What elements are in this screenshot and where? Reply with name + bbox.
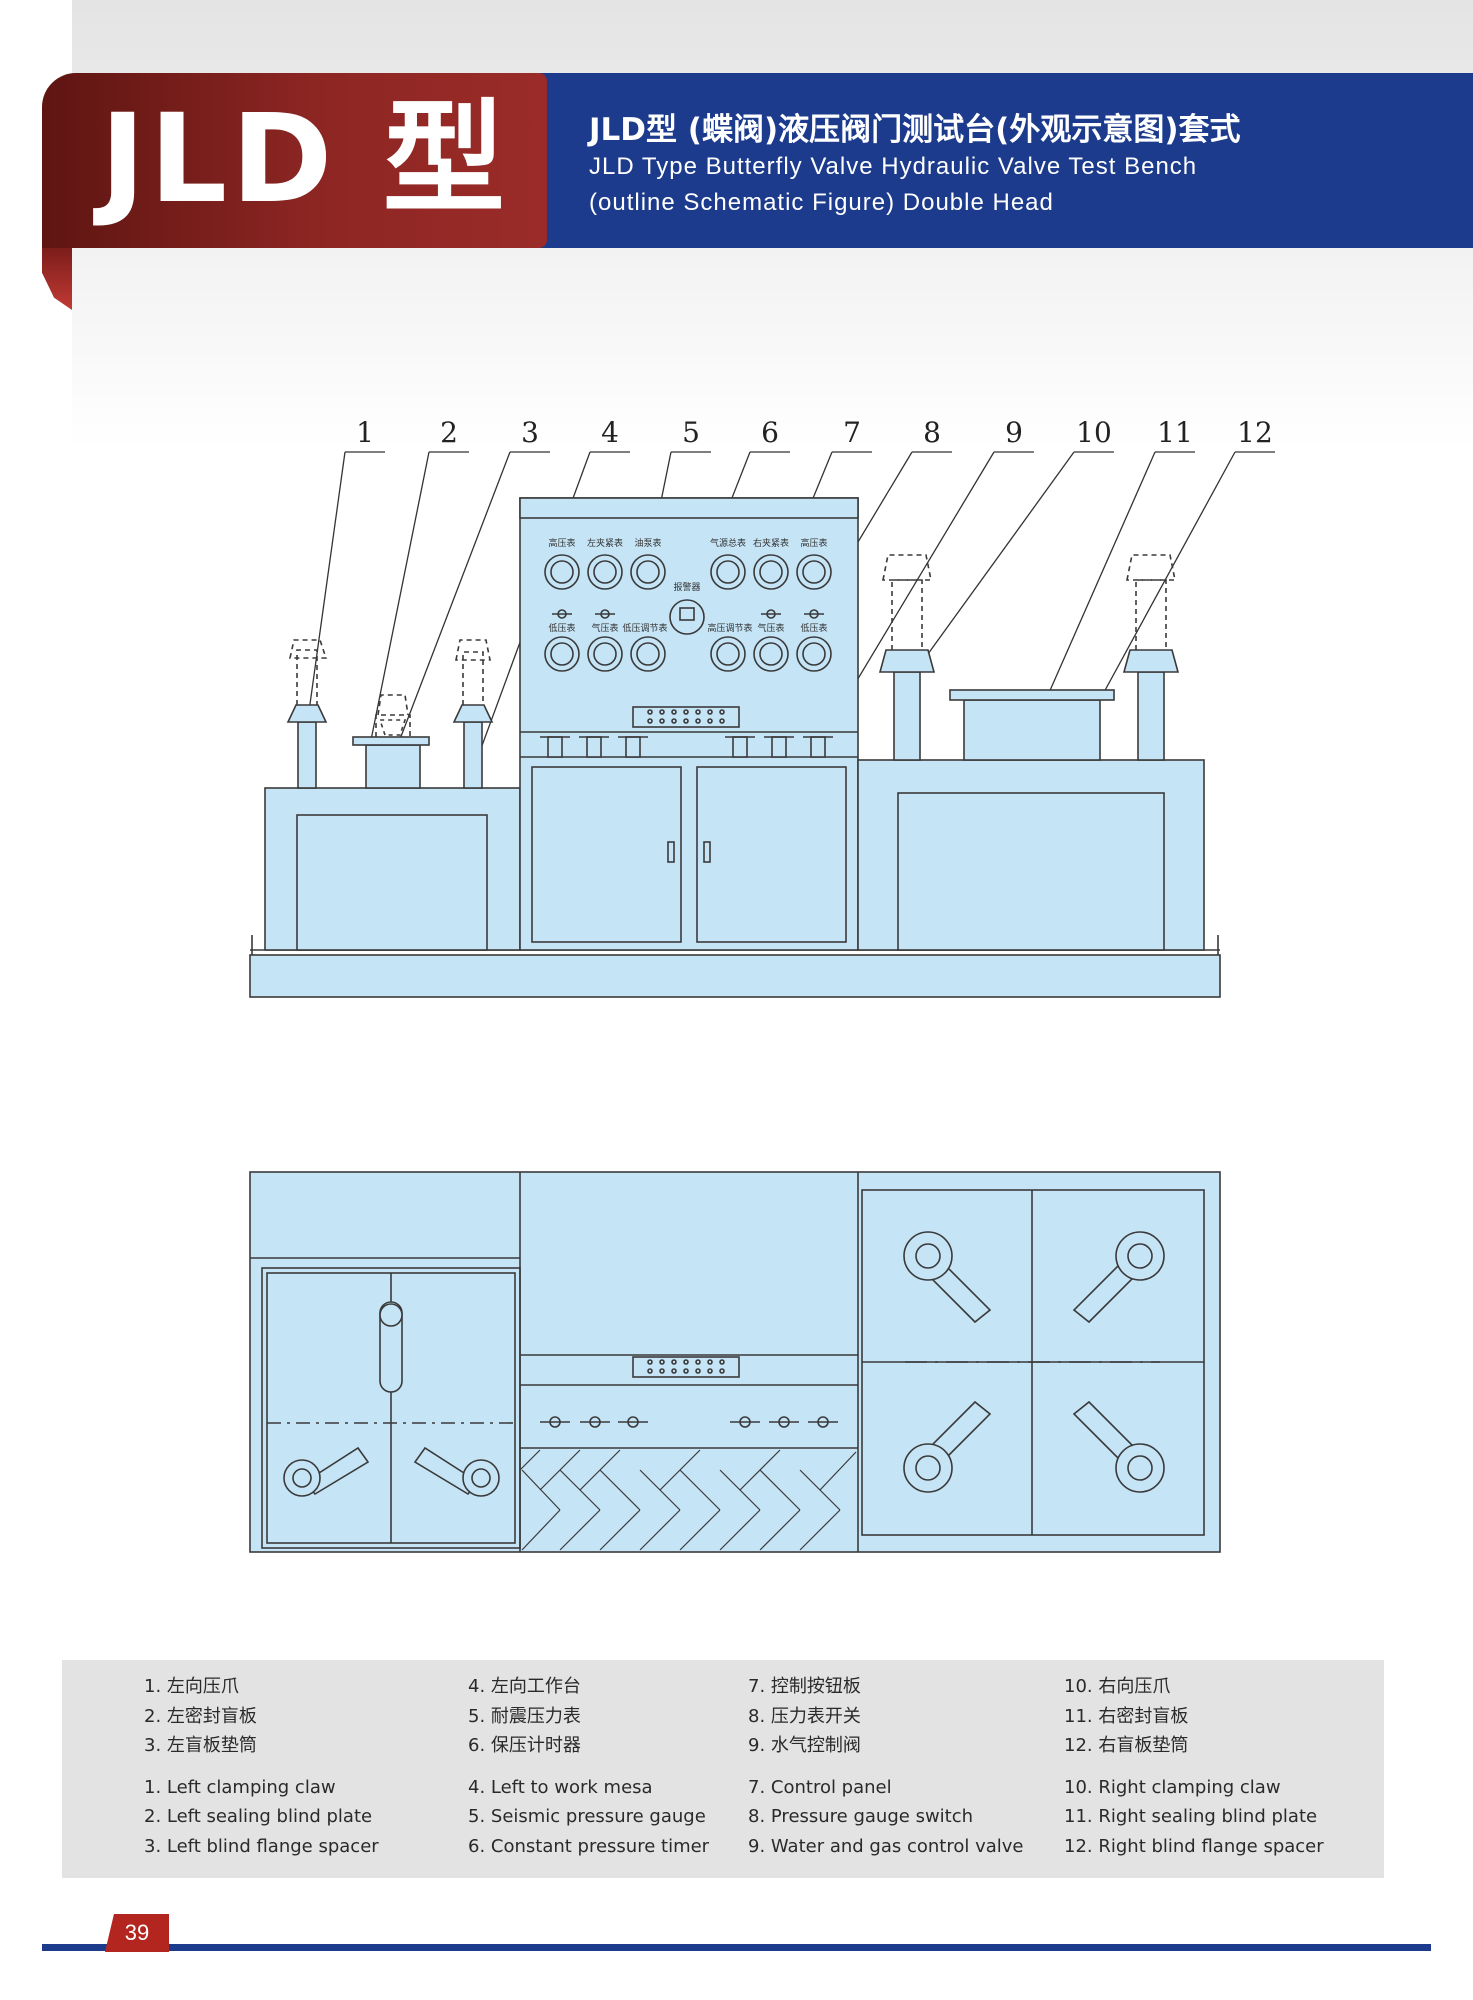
gauge-label-top-2: 左夹紧表: [587, 537, 623, 549]
gauge-label-bottom-6: 低压表: [800, 622, 827, 634]
legend-item: 1. 左向压爪: [144, 1676, 239, 1697]
legend-item: 9. 水气控制阀: [748, 1735, 861, 1756]
gauge-label-bottom-5: 气压表: [757, 622, 784, 634]
callout-4: 4: [601, 416, 619, 449]
legend-column-4: 10. 右向压爪 11. 右密封盲板 12. 右盲板垫筒 10. Right c…: [1064, 1672, 1324, 1861]
legend-column-2: 4. 左向工作台 5. 耐震压力表 6. 保压计时器 4. Left to wo…: [468, 1672, 709, 1861]
top-view-drawing: [249, 1171, 1221, 1553]
page-number: 39: [105, 1914, 169, 1952]
legend-item: 5. 耐震压力表: [468, 1705, 581, 1727]
header-ribbon-fold: [42, 248, 72, 310]
callout-11: 11: [1157, 416, 1193, 449]
gauge-label-top-1: 高压表: [548, 537, 575, 549]
legend-item: 9. Water and gas control valve: [748, 1835, 1024, 1857]
legend-item: 3. 左盲板垫筒: [144, 1735, 257, 1756]
title-english-line1: JLD Type Butterfly Valve Hydraulic Valve…: [589, 153, 1198, 180]
legend-item: 6. 保压计时器: [468, 1735, 581, 1756]
title-english-line2: (outline Schematic Figure) Double Head: [589, 189, 1054, 216]
gauge-label-top-5: 右夹紧表: [753, 537, 789, 549]
legend-item: 6. Constant pressure timer: [468, 1835, 710, 1857]
footer-rule: [42, 1944, 1431, 1951]
legend-item: 4. 左向工作台: [468, 1676, 581, 1697]
legend-item: 4. Left to work mesa: [468, 1776, 653, 1798]
gauge-label-bottom-2: 气压表: [591, 622, 618, 634]
legend-item: 11. Right sealing blind plate: [1064, 1806, 1318, 1827]
legend-item: 10. Right clamping claw: [1064, 1776, 1281, 1798]
gauge-label-bottom-3: 低压调节表: [622, 622, 667, 634]
callout-9: 9: [1005, 416, 1023, 449]
callout-7: 7: [843, 416, 861, 449]
gauge-label-top-4: 气源总表: [710, 537, 746, 549]
legend-item: 3. Left blind flange spacer: [144, 1835, 379, 1857]
gauge-label-top-3: 油泵表: [634, 537, 661, 549]
gauge-label-bottom-4: 高压调节表: [707, 622, 752, 634]
legend-item: 5. Seismic pressure gauge: [468, 1806, 706, 1827]
gauge-label-top-6: 高压表: [800, 537, 827, 549]
callout-1: 1: [356, 416, 374, 449]
legend-item: 10. 右向压爪: [1064, 1676, 1171, 1697]
legend-item: 12. 右盲板垫筒: [1064, 1735, 1189, 1756]
front-view-drawing: 1 2 3 4 5 6 7 8 9 10 11 12: [249, 416, 1275, 998]
legend-item: 2. Left sealing blind plate: [144, 1806, 373, 1827]
callout-3: 3: [521, 416, 539, 449]
callout-2: 2: [440, 416, 458, 449]
legend-item: 8. Pressure gauge switch: [748, 1806, 974, 1827]
legend-column-3: 7. 控制按钮板 8. 压力表开关 9. 水气控制阀 7. Control pa…: [748, 1672, 1024, 1861]
legend-item: 2. 左密封盲板: [144, 1705, 257, 1727]
title-chinese: JLD型 (蝶阀)液压阀门测试台(外观示意图)套式: [589, 112, 1241, 148]
parts-legend: 1. 左向压爪 2. 左密封盲板 3. 左盲板垫筒 1. Left clampi…: [62, 1660, 1384, 1878]
gauge-label-bottom-1: 低压表: [548, 622, 575, 634]
legend-column-1: 1. 左向压爪 2. 左密封盲板 3. 左盲板垫筒 1. Left clampi…: [144, 1672, 379, 1861]
legend-item: 7. Control panel: [748, 1776, 892, 1798]
header-badge-panel: [42, 73, 547, 248]
legend-item: 1. Left clamping claw: [144, 1776, 336, 1798]
legend-item: 8. 压力表开关: [748, 1705, 861, 1727]
legend-item: 12. Right blind flange spacer: [1064, 1835, 1324, 1857]
callout-12: 12: [1237, 416, 1273, 449]
callout-10: 10: [1076, 416, 1112, 449]
legend-item: 11. 右密封盲板: [1064, 1705, 1189, 1727]
callout-5: 5: [682, 416, 700, 449]
legend-item: 7. 控制按钮板: [748, 1676, 861, 1697]
callout-8: 8: [923, 416, 941, 449]
callout-6: 6: [761, 416, 779, 449]
header-title-bar: [528, 73, 1473, 248]
timer-label: 报警器: [673, 581, 700, 593]
model-badge: JLD 型: [100, 88, 509, 230]
